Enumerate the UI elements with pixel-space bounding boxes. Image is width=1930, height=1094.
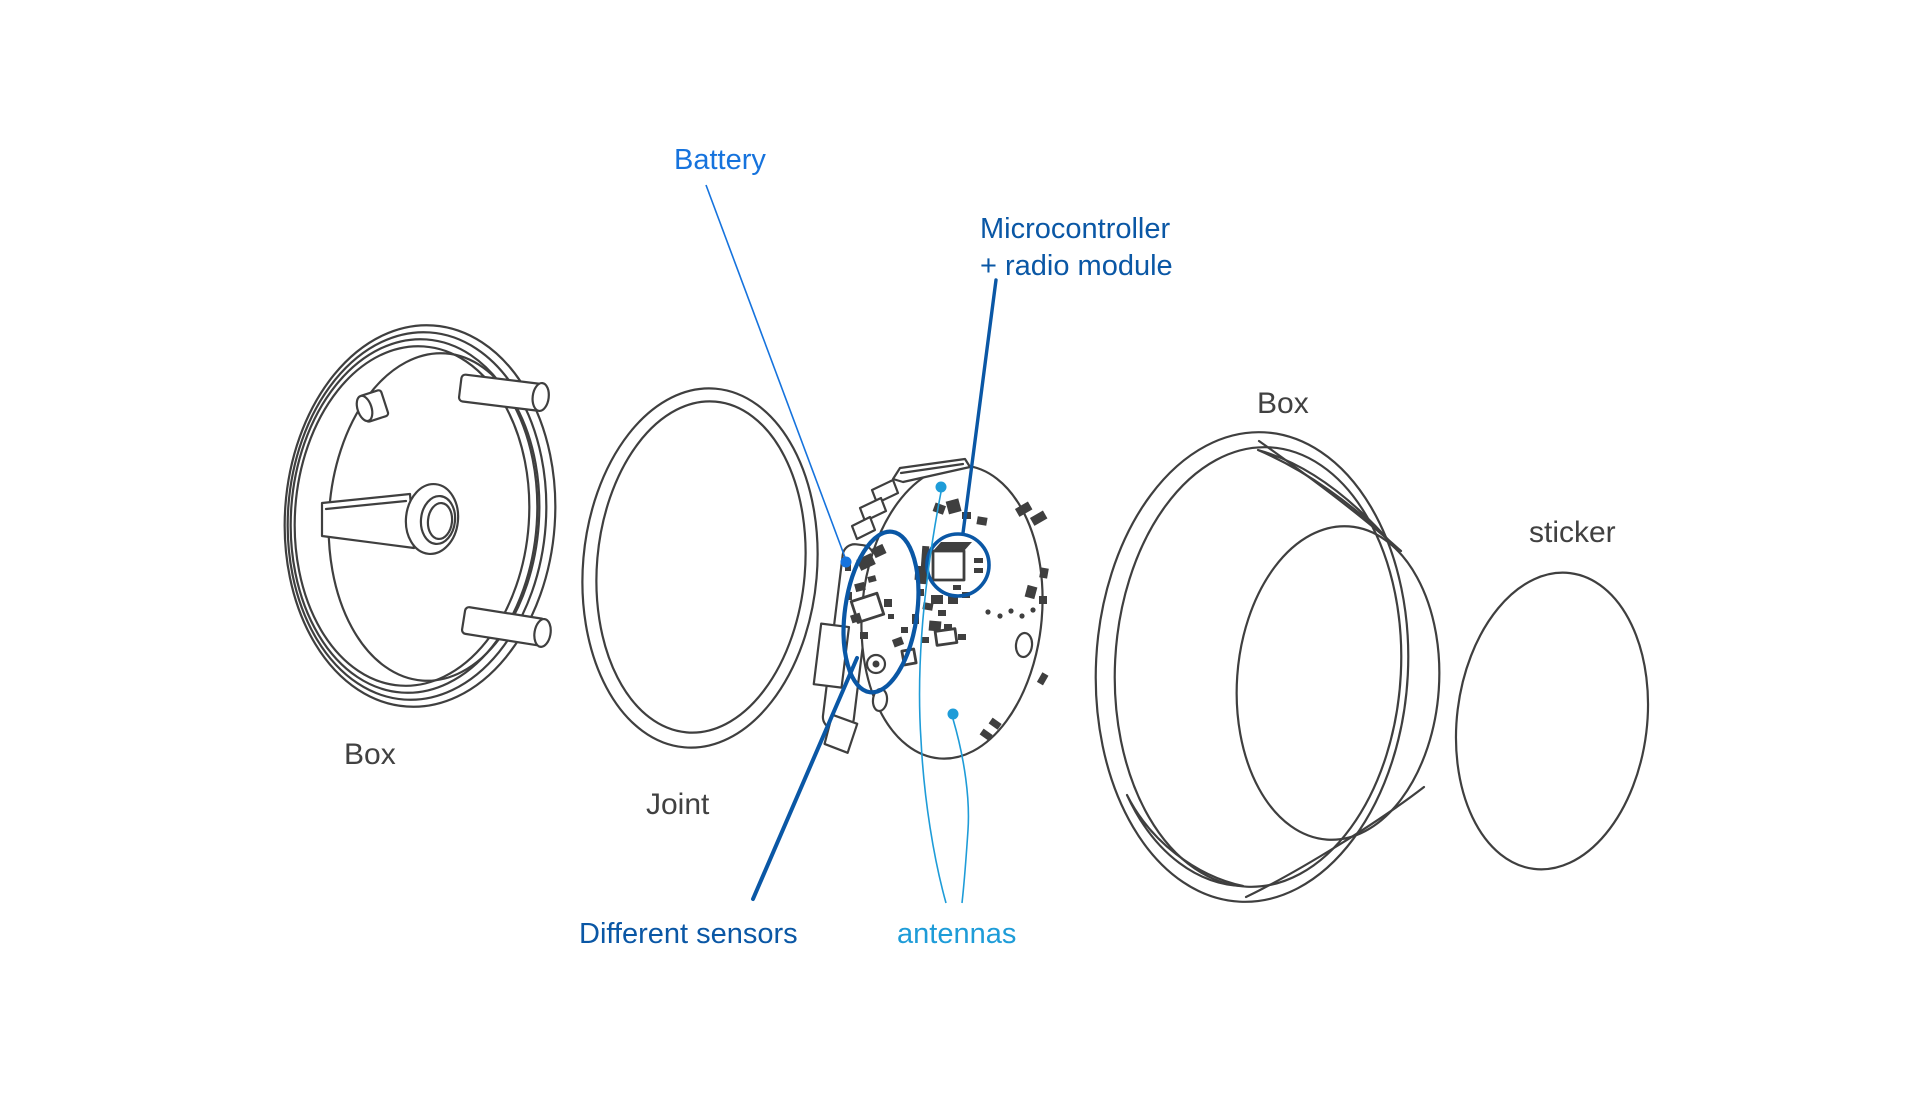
sticker-label: sticker bbox=[1529, 516, 1616, 549]
different-sensors-label: Different sensors bbox=[579, 918, 798, 950]
pcb-drawing bbox=[812, 457, 1049, 760]
antennas-label: antennas bbox=[897, 918, 1017, 950]
pcb-hole-right bbox=[1014, 631, 1034, 659]
plate-stub bbox=[355, 389, 390, 423]
antenna-leader-line-top bbox=[918, 491, 947, 904]
antenna-leader-line-bottom bbox=[952, 718, 970, 904]
joint-label: Joint bbox=[646, 788, 710, 821]
enclosure-dome-drawing bbox=[1094, 431, 1441, 903]
mcu-leader-line bbox=[961, 278, 998, 535]
microcontroller-label-line1: Microcontroller bbox=[980, 213, 1171, 245]
plate-pin-top bbox=[457, 373, 550, 413]
microcontroller-label: Microcontroller + radio module bbox=[980, 211, 1173, 285]
microcontroller-label-line2: + radio module bbox=[980, 250, 1173, 282]
antenna-dot-bottom bbox=[947, 708, 959, 720]
sensors-highlight-ellipse bbox=[841, 529, 921, 695]
battery-dot bbox=[840, 556, 852, 568]
battery-leader-line bbox=[705, 184, 847, 561]
pcb-components bbox=[845, 498, 1049, 741]
plate-pin-bottom bbox=[460, 606, 552, 648]
sensors-leader-line bbox=[751, 656, 859, 901]
joint-ring-drawing bbox=[581, 387, 819, 749]
back-plate-drawing bbox=[283, 324, 557, 708]
box-left-label: Box bbox=[344, 738, 396, 771]
box-right-label: Box bbox=[1257, 387, 1309, 420]
plate-center-hub bbox=[320, 482, 460, 556]
battery-label: Battery bbox=[674, 144, 766, 176]
leader-lines bbox=[705, 184, 998, 904]
antenna-dot-top bbox=[935, 481, 947, 493]
mcu-highlight-circle bbox=[925, 532, 991, 598]
sticker-drawing bbox=[1454, 571, 1650, 871]
pcb-edge-connector bbox=[850, 457, 972, 541]
